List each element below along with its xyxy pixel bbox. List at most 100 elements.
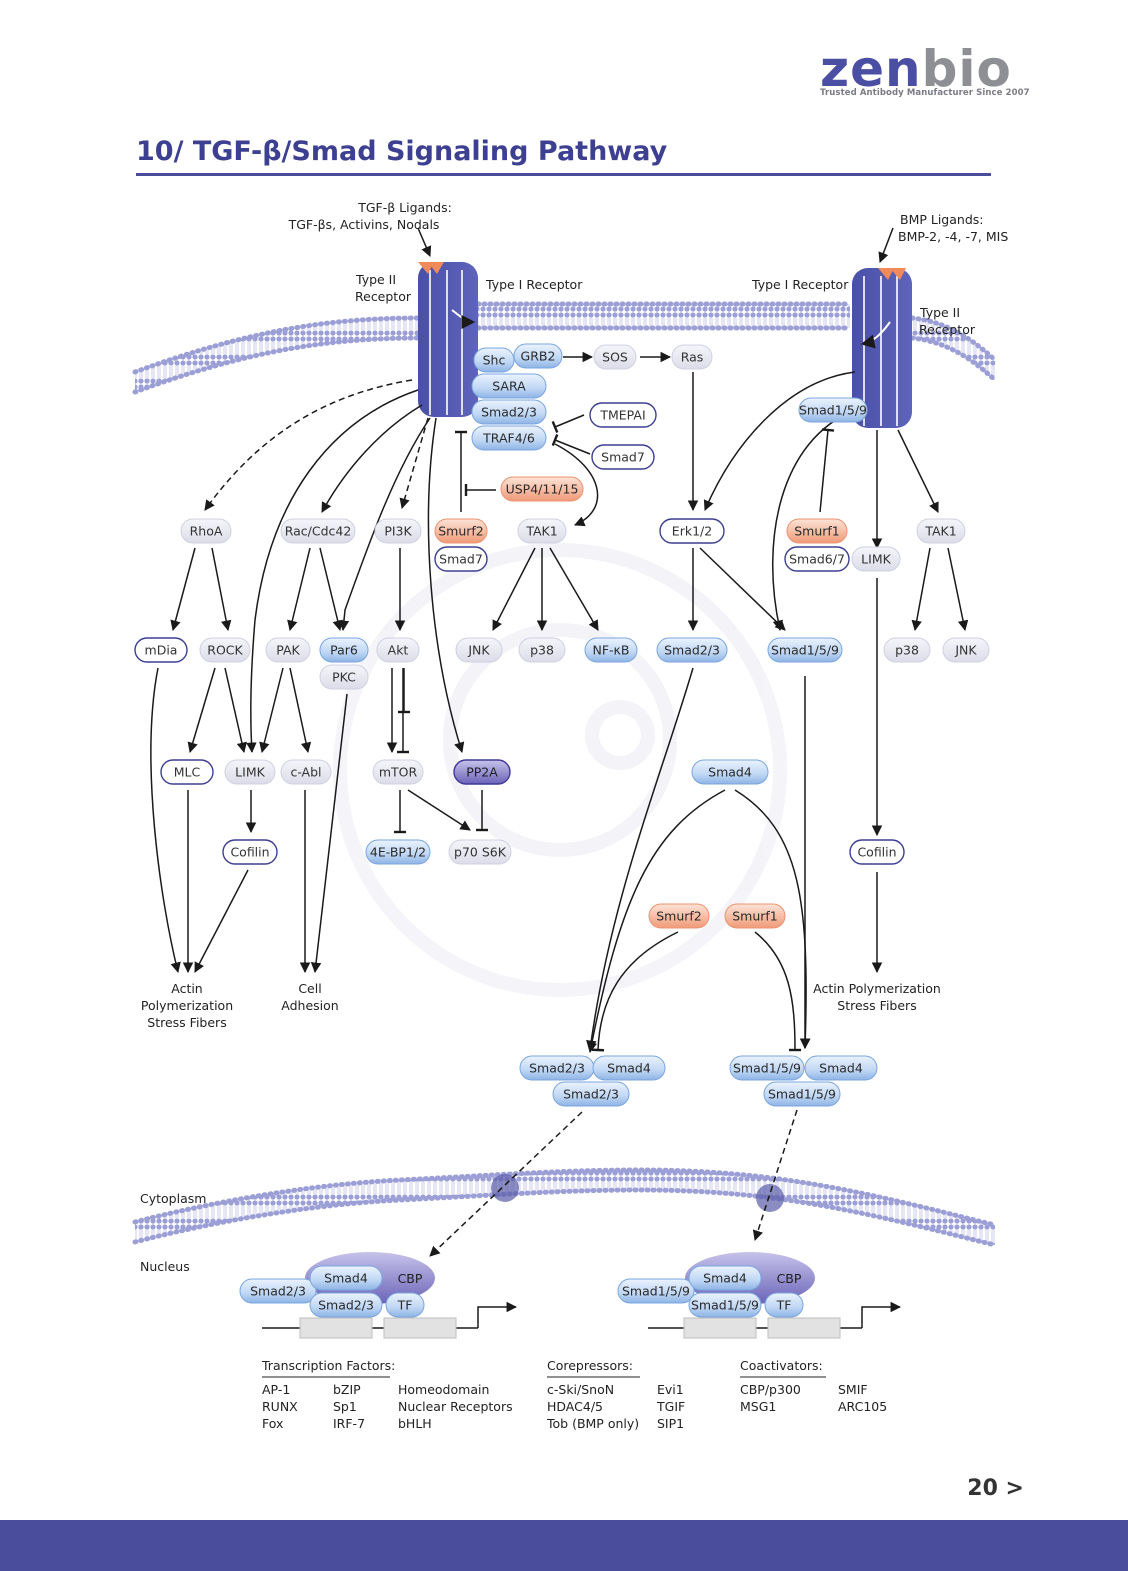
node-nuc1-a: Smad2/3 bbox=[239, 1278, 317, 1304]
page-number: 20 > bbox=[967, 1476, 1024, 1501]
node-label: Par6 bbox=[330, 643, 358, 658]
node-shape bbox=[376, 637, 420, 663]
node-pp2a: PP2A bbox=[453, 759, 511, 785]
node-sos: SOS bbox=[593, 344, 637, 370]
outcome-actin-left-3: Stress Fibers bbox=[147, 1015, 226, 1030]
node-p38-a: p38 bbox=[518, 637, 566, 663]
node-label: RhoA bbox=[190, 524, 223, 539]
node-label: NF-κB bbox=[593, 643, 630, 658]
legend-item: IRF-7 bbox=[333, 1416, 365, 1431]
node-label: Smad2/3 bbox=[481, 405, 537, 420]
node-label: Smad2/3 bbox=[563, 1087, 619, 1102]
node-shape bbox=[518, 637, 566, 663]
cytoplasm-label: Cytoplasm bbox=[140, 1191, 206, 1206]
nuclear-pore bbox=[491, 1174, 519, 1202]
node-label: p38 bbox=[895, 643, 919, 658]
node-cx2-a: Smad1/5/9 bbox=[729, 1055, 805, 1081]
node-label: 4E-BP1/2 bbox=[370, 845, 426, 860]
node-shape bbox=[455, 637, 503, 663]
node-label: MLC bbox=[174, 765, 201, 780]
node-shape bbox=[688, 1265, 762, 1291]
node-shape bbox=[942, 637, 990, 663]
node-nuc1-b: Smad4 bbox=[309, 1265, 383, 1291]
logo-tagline: Trusted Antibody Manufacturer Since 2007 bbox=[820, 88, 1030, 98]
footer-band bbox=[0, 1520, 1128, 1571]
right-type2-label: Type II bbox=[919, 305, 960, 320]
node-s6k: p70 S6K bbox=[448, 839, 512, 865]
node-label: Ras bbox=[681, 350, 704, 365]
node-shape bbox=[593, 344, 637, 370]
legend-item: Sp1 bbox=[333, 1399, 357, 1414]
node-label: LIMK bbox=[235, 765, 265, 780]
bmp-receptor-complex bbox=[852, 268, 912, 428]
node-jnk-a: JNK bbox=[455, 637, 503, 663]
node-shape bbox=[589, 402, 657, 428]
right-type1-label: Type I Receptor bbox=[751, 277, 849, 292]
node-tak1-a: TAK1 bbox=[517, 518, 567, 544]
legend-item: Tob (BMP only) bbox=[546, 1416, 639, 1431]
ligand-triangle bbox=[418, 262, 434, 274]
plasma-membrane bbox=[132, 301, 998, 395]
node-shape bbox=[471, 373, 547, 399]
node-shape bbox=[764, 1292, 804, 1318]
nuclear-membrane bbox=[132, 1167, 998, 1248]
node-label: Rac/Cdc42 bbox=[285, 524, 352, 539]
node-tak1-b: TAK1 bbox=[916, 518, 966, 544]
node-nuc2-a: Smad1/5/9 bbox=[617, 1278, 695, 1304]
ligand-triangle bbox=[878, 268, 894, 280]
node-shape bbox=[471, 399, 547, 425]
node-label: Shc bbox=[483, 353, 506, 368]
legend-corepressor-title: Corepressors: bbox=[547, 1358, 633, 1373]
node-shape bbox=[591, 444, 655, 470]
node-label: Smad1/5/9 bbox=[768, 1087, 836, 1102]
node-label: SARA bbox=[492, 379, 526, 394]
node-label: p70 S6K bbox=[454, 845, 507, 860]
tgf-receptor-complex bbox=[418, 262, 478, 417]
node-ras: Ras bbox=[671, 344, 713, 370]
legend-item: RUNX bbox=[262, 1399, 298, 1414]
node-label: Smad2/3 bbox=[664, 643, 720, 658]
bmp-ligand-list: BMP-2, -4, -7, MIS bbox=[898, 229, 1008, 244]
node-shape bbox=[385, 1292, 425, 1318]
legend-item: bZIP bbox=[333, 1382, 361, 1397]
node-p38-b: p38 bbox=[883, 637, 931, 663]
node-akt: Akt bbox=[376, 637, 420, 663]
node-shape bbox=[365, 839, 431, 865]
node-cx2-b: Smad4 bbox=[804, 1055, 878, 1081]
outcome-actin-right-2: Stress Fibers bbox=[837, 998, 916, 1013]
node-label: Smad7 bbox=[601, 450, 645, 465]
node-grb2: GRB2 bbox=[513, 343, 563, 369]
legend-item: HDAC4/5 bbox=[547, 1399, 603, 1414]
node-shape bbox=[517, 518, 567, 544]
node-shape bbox=[767, 637, 843, 663]
node-label: TRAF4/6 bbox=[482, 431, 535, 446]
node-label: Smurf2 bbox=[656, 909, 702, 924]
logo-zen: zen bbox=[820, 40, 922, 98]
logo-bio: bio bbox=[921, 40, 1012, 98]
node-label: mTOR bbox=[379, 765, 418, 780]
legend-item: Evi1 bbox=[657, 1382, 684, 1397]
node-cx1-c: Smad2/3 bbox=[552, 1081, 630, 1107]
node-label: USP4/11/15 bbox=[506, 482, 579, 497]
tgf-ligand-label: TGF-β Ligands: bbox=[357, 200, 452, 215]
node-shape bbox=[180, 518, 232, 544]
node-shape bbox=[473, 347, 515, 373]
node-label: Smad7 bbox=[439, 552, 483, 567]
node-shape bbox=[916, 518, 966, 544]
node-cofilin-r: Cofilin bbox=[849, 839, 905, 865]
legend-tf-title: Transcription Factors: bbox=[261, 1358, 395, 1373]
legend-item: AP-1 bbox=[262, 1382, 290, 1397]
node-pi3k: PI3K bbox=[374, 518, 422, 544]
bmp-ligand-label: BMP Ligands: bbox=[900, 212, 983, 227]
node-shape bbox=[471, 425, 547, 451]
legend: Transcription Factors: AP-1 RUNX Fox bZI… bbox=[261, 1358, 887, 1431]
node-nuc2-tf: TF bbox=[764, 1292, 804, 1318]
node-nuc2-b: Smad4 bbox=[688, 1265, 762, 1291]
legend-coactivator-title: Coactivators: bbox=[740, 1358, 823, 1373]
node-label: PAK bbox=[276, 643, 300, 658]
outcome-cell-adhesion-2: Adhesion bbox=[281, 998, 338, 1013]
node-label: Smad4 bbox=[324, 1271, 368, 1286]
node-shape bbox=[319, 637, 369, 663]
node-smad23-rec: Smad2/3 bbox=[471, 399, 547, 425]
page-title: 10/ TGF-β/Smad Signaling Pathway bbox=[136, 136, 668, 167]
